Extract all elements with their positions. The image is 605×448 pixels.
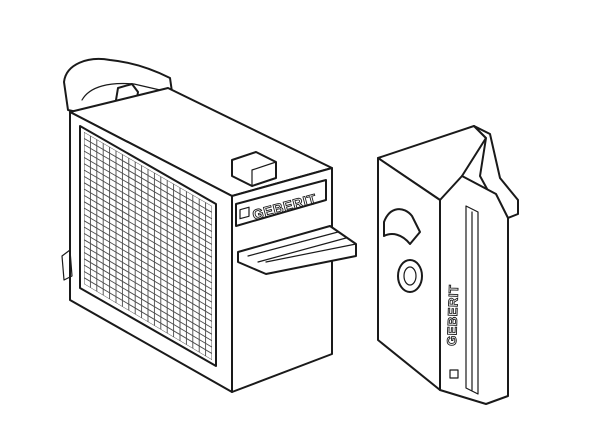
- grille-mesh: [84, 132, 212, 360]
- grille-line: [84, 245, 212, 322]
- grille-line: [84, 239, 212, 316]
- grille-line: [84, 156, 212, 233]
- grille-line: [84, 201, 212, 277]
- module-notch: [383, 208, 421, 245]
- grille-line: [84, 264, 212, 342]
- grille-line: [84, 182, 212, 258]
- module-round-button: [397, 259, 423, 293]
- grille-line: [84, 270, 212, 348]
- module-grip-rail: [465, 205, 479, 395]
- grille-line: [84, 213, 212, 290]
- logo-plate: [235, 179, 327, 227]
- module-rear-hook: [473, 125, 519, 219]
- grille-line: [84, 232, 212, 310]
- grille-line: [84, 188, 212, 265]
- grille-line: [84, 220, 212, 297]
- grille-line: [84, 169, 212, 245]
- module-front-face: [439, 175, 509, 405]
- left-edge-slot: [61, 249, 73, 281]
- grille-line: [84, 137, 212, 213]
- grille-line: [84, 175, 212, 252]
- grille-line: [84, 277, 212, 354]
- grille-line: [84, 194, 212, 271]
- grille-line: [84, 163, 212, 239]
- grille-line: [84, 251, 212, 329]
- filter-box-unit: GEBERIT: [61, 58, 357, 393]
- grille-line: [84, 226, 212, 303]
- grille-line: [84, 150, 212, 226]
- right-brand-logo: GEBERIT: [444, 284, 461, 346]
- grille-line: [84, 144, 212, 220]
- grille-line: [84, 207, 212, 284]
- grille-line: [84, 258, 212, 335]
- removable-module-unit: GEBERIT: [377, 125, 519, 405]
